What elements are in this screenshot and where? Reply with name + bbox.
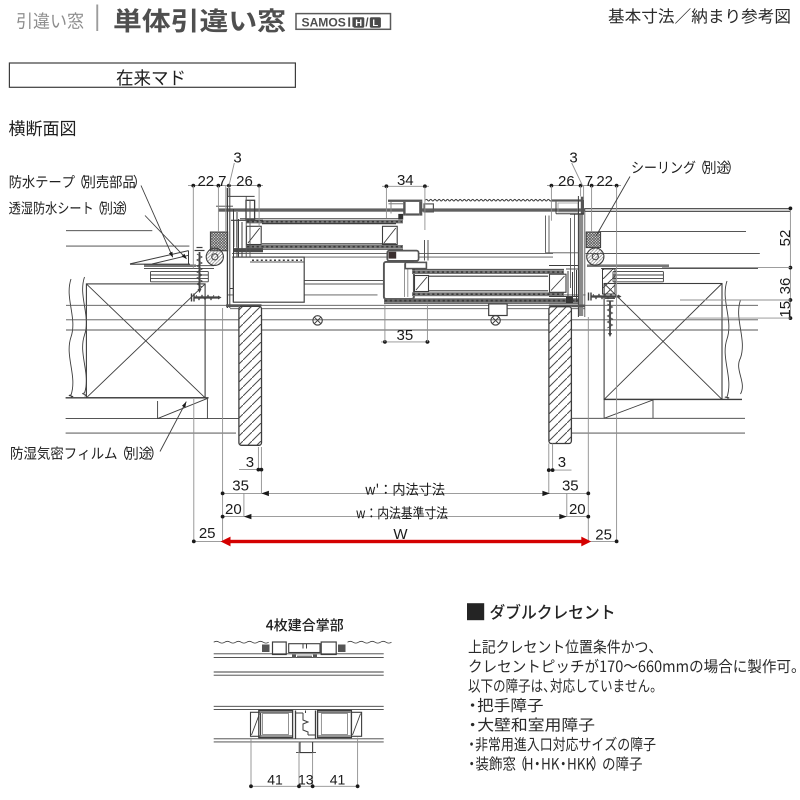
- svg-text:L: L: [372, 18, 378, 29]
- svg-text:25: 25: [595, 527, 612, 544]
- svg-text:3: 3: [246, 454, 254, 471]
- svg-text:W: W: [393, 526, 408, 543]
- svg-text:/: /: [365, 18, 369, 30]
- svg-text:35: 35: [397, 327, 414, 344]
- svg-text:35: 35: [232, 478, 249, 495]
- svg-text:SAMOS: SAMOS: [302, 16, 346, 30]
- svg-text:H: H: [355, 18, 362, 29]
- svg-text:3: 3: [558, 454, 566, 471]
- svg-text:52: 52: [777, 230, 794, 247]
- svg-text:26: 26: [558, 173, 575, 190]
- svg-text:15: 15: [777, 301, 794, 318]
- svg-text:22: 22: [596, 173, 613, 190]
- svg-text:41: 41: [330, 772, 346, 788]
- svg-text:25: 25: [199, 525, 216, 542]
- svg-text:7: 7: [585, 173, 593, 190]
- svg-text:34: 34: [397, 172, 414, 189]
- svg-text:26: 26: [236, 173, 253, 190]
- svg-text:13: 13: [298, 772, 314, 788]
- svg-text:3: 3: [569, 149, 577, 166]
- svg-text:3: 3: [233, 149, 241, 166]
- svg-text:7: 7: [218, 173, 226, 190]
- svg-text:20: 20: [569, 501, 586, 518]
- svg-text:41: 41: [267, 772, 283, 788]
- svg-text:20: 20: [225, 501, 242, 518]
- svg-text:36: 36: [777, 278, 794, 295]
- svg-text:35: 35: [562, 478, 579, 495]
- svg-text:22: 22: [197, 173, 214, 190]
